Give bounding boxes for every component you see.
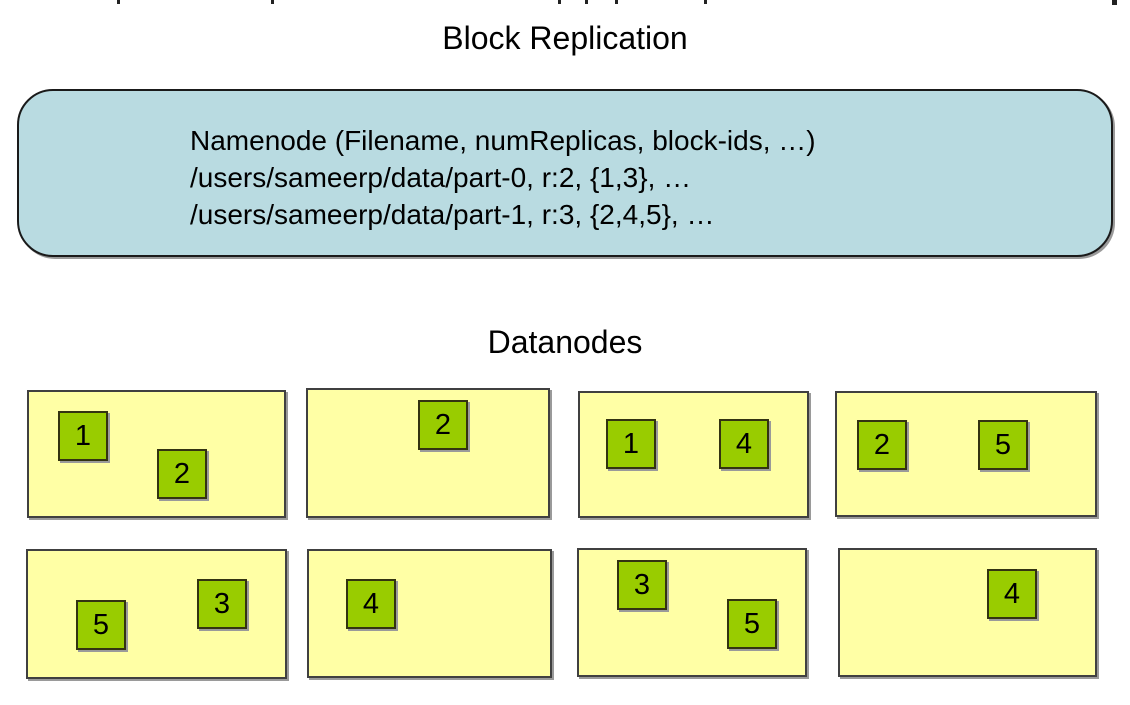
block-5: 5 bbox=[727, 599, 777, 649]
block-4: 4 bbox=[346, 579, 396, 629]
page-title: Block Replication bbox=[442, 20, 688, 56]
block-1: 1 bbox=[606, 419, 656, 469]
block-5: 5 bbox=[76, 600, 126, 650]
block-5: 5 bbox=[978, 420, 1028, 470]
namenode-line-0: Namenode (Filename, numReplicas, block-i… bbox=[190, 125, 816, 156]
block-2: 2 bbox=[157, 449, 207, 499]
block-4: 4 bbox=[719, 419, 769, 469]
datanodes-heading: Datanodes bbox=[487, 324, 643, 360]
block-3: 3 bbox=[197, 579, 247, 629]
namenode-line-2: /users/sameerp/data/part-1, r:3, {2,4,5}… bbox=[190, 199, 715, 230]
datanode-2: 2 bbox=[306, 388, 550, 518]
block-4: 4 bbox=[987, 569, 1037, 619]
block-2: 2 bbox=[418, 400, 468, 450]
namenode-box: Namenode (Filename, numReplicas, block-i… bbox=[17, 89, 1113, 257]
namenode-line-1: /users/sameerp/data/part-0, r:2, {1,3}, … bbox=[190, 162, 692, 193]
namenode-text: Namenode (Filename, numReplicas, block-i… bbox=[190, 122, 816, 233]
datanode-6: 4 bbox=[307, 549, 552, 678]
datanode-8: 4 bbox=[838, 548, 1097, 677]
block-2: 2 bbox=[857, 420, 907, 470]
block-3: 3 bbox=[617, 560, 667, 610]
block-1: 1 bbox=[58, 411, 108, 461]
